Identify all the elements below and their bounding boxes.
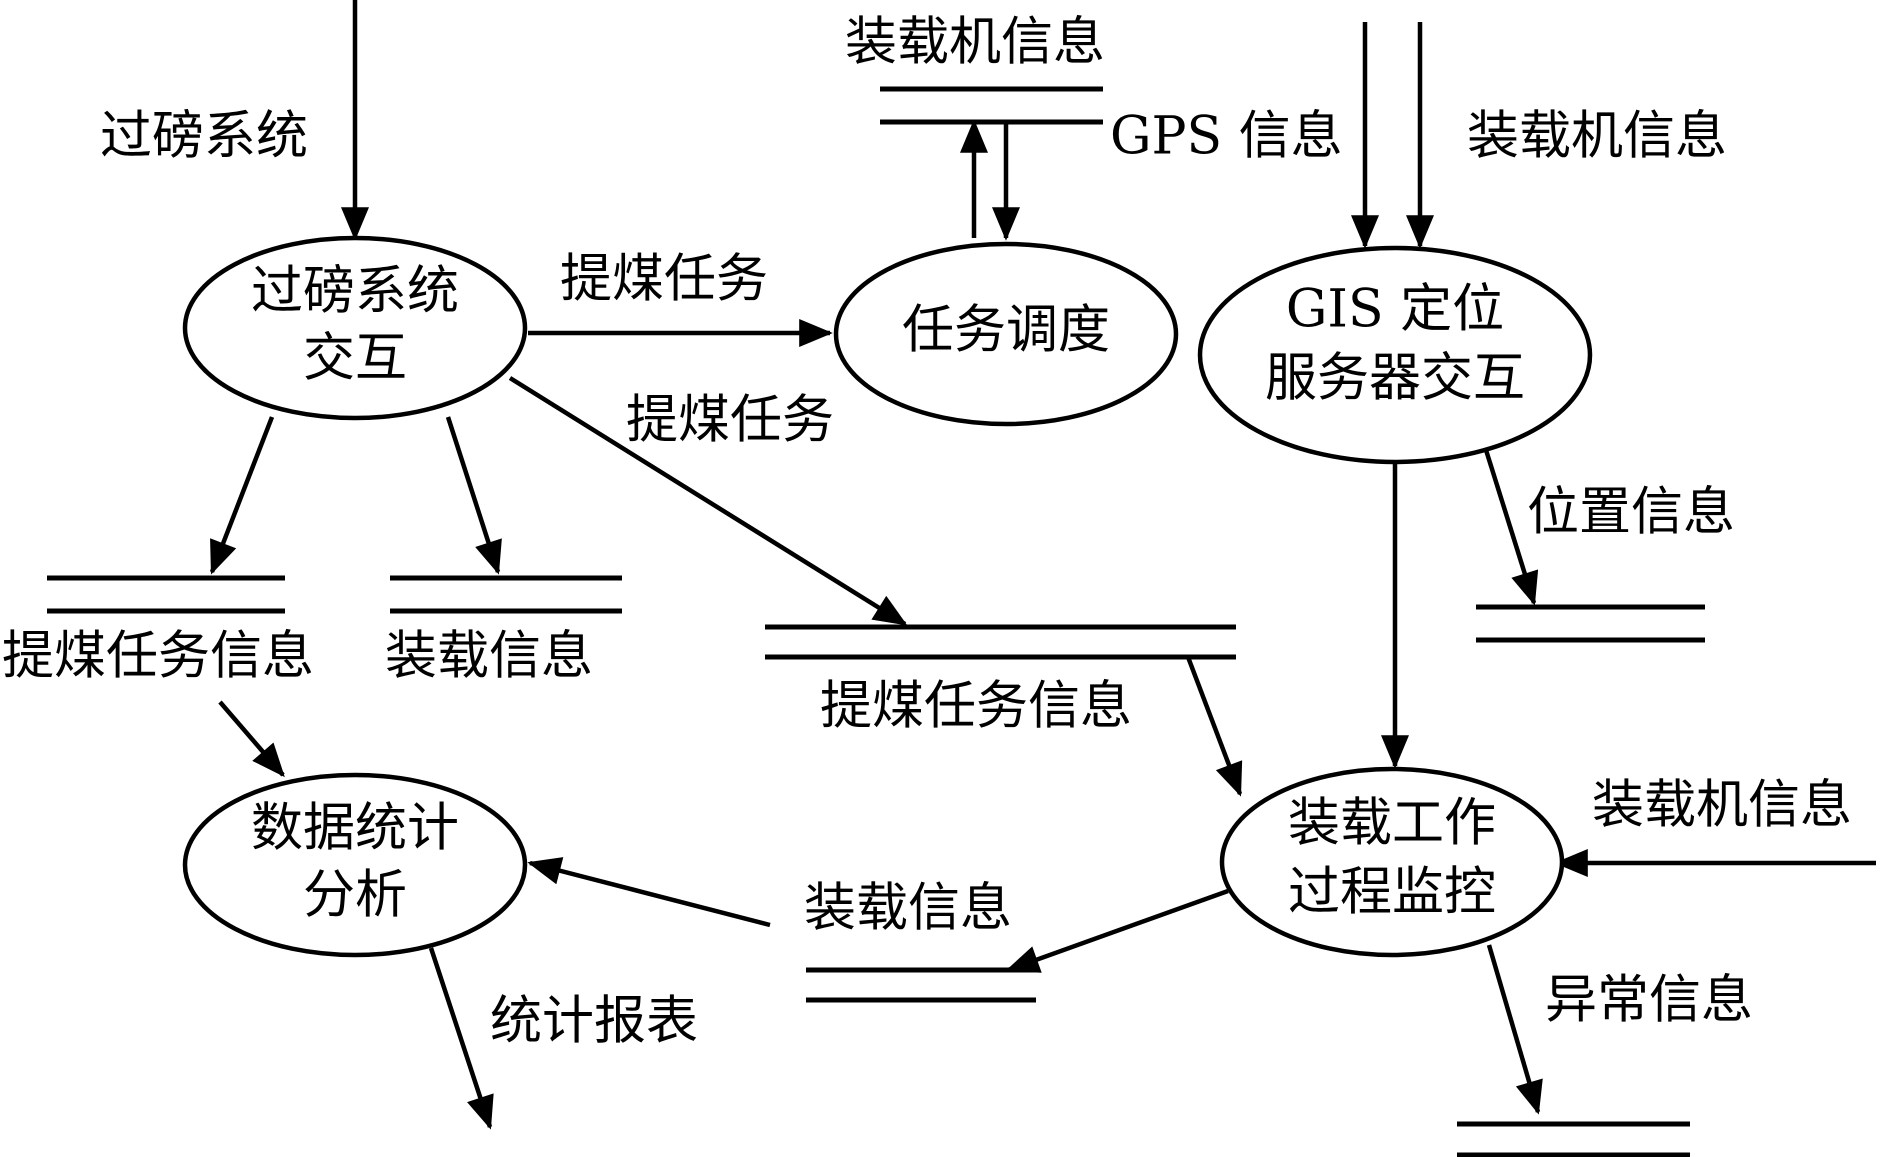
label-store-task-info-left: 提煤任务信息 [2, 627, 314, 687]
store-exception [1457, 1121, 1690, 1157]
process-gis: GIS 定位 服务器交互 [1197, 245, 1593, 465]
label-store-loading-info-left: 装载信息 [385, 627, 593, 687]
label-weighing-to-dispatch: 提煤任务 [560, 250, 768, 310]
store-position [1476, 604, 1705, 643]
process-stats-line2: 分析 [303, 866, 407, 926]
arrow-loading-info-to-stats [527, 857, 771, 928]
arrow-weighing-to-task-store [209, 416, 275, 575]
label-external-weighing: 过磅系统 [100, 107, 308, 167]
process-stats: 数据统计 分析 [182, 772, 528, 958]
process-stats-line1: 数据统计 [251, 799, 459, 859]
label-gps-info: GPS 信息 [1110, 107, 1343, 167]
arrow-monitor-to-loading-store [1005, 888, 1229, 973]
arrow-task-store-to-stats [218, 700, 285, 778]
process-weighing-line1: 过磅系统 [251, 262, 459, 322]
label-store-task-info-center: 提煤任务信息 [820, 677, 1132, 737]
label-store-loader-info: 装载机信息 [845, 13, 1105, 73]
process-gis-line1: GIS 定位 [1286, 280, 1504, 340]
process-weighing-line2: 交互 [303, 329, 407, 389]
process-dispatch: 任务调度 [833, 241, 1179, 427]
store-loader-info [880, 86, 1103, 125]
arrow-stats-report [428, 947, 494, 1130]
arrow-center-store-to-monitor [1185, 656, 1243, 797]
store-task-info-center [765, 624, 1236, 660]
store-loading-info-bottom [806, 967, 1036, 1003]
label-stats-report: 统计报表 [490, 992, 698, 1052]
process-monitor: 装载工作 过程监控 [1219, 766, 1565, 958]
process-monitor-line2: 过程监控 [1288, 863, 1496, 923]
label-exception-info: 异常信息 [1545, 971, 1753, 1031]
arrow-gis-to-position-store [1483, 449, 1539, 606]
store-task-info-left [47, 575, 285, 614]
label-loader-info-gis: 装载机信息 [1467, 107, 1727, 167]
arrow-weighing-to-center-store [508, 376, 908, 626]
label-loader-info-monitor: 装载机信息 [1592, 776, 1852, 836]
process-dispatch-line1: 任务调度 [902, 301, 1110, 361]
label-position-info: 位置信息 [1527, 483, 1735, 543]
store-loading-info-left [390, 575, 622, 614]
process-gis-line2: 服务器交互 [1265, 349, 1525, 409]
process-monitor-line1: 装载工作 [1288, 794, 1496, 854]
label-weighing-to-store: 提煤任务 [626, 391, 834, 451]
arrow-monitor-to-exception-store [1486, 944, 1543, 1115]
process-weighing: 过磅系统 交互 [182, 235, 528, 421]
arrow-weighing-to-loading-store [445, 416, 502, 575]
label-monitor-to-store: 装载信息 [804, 879, 1012, 939]
